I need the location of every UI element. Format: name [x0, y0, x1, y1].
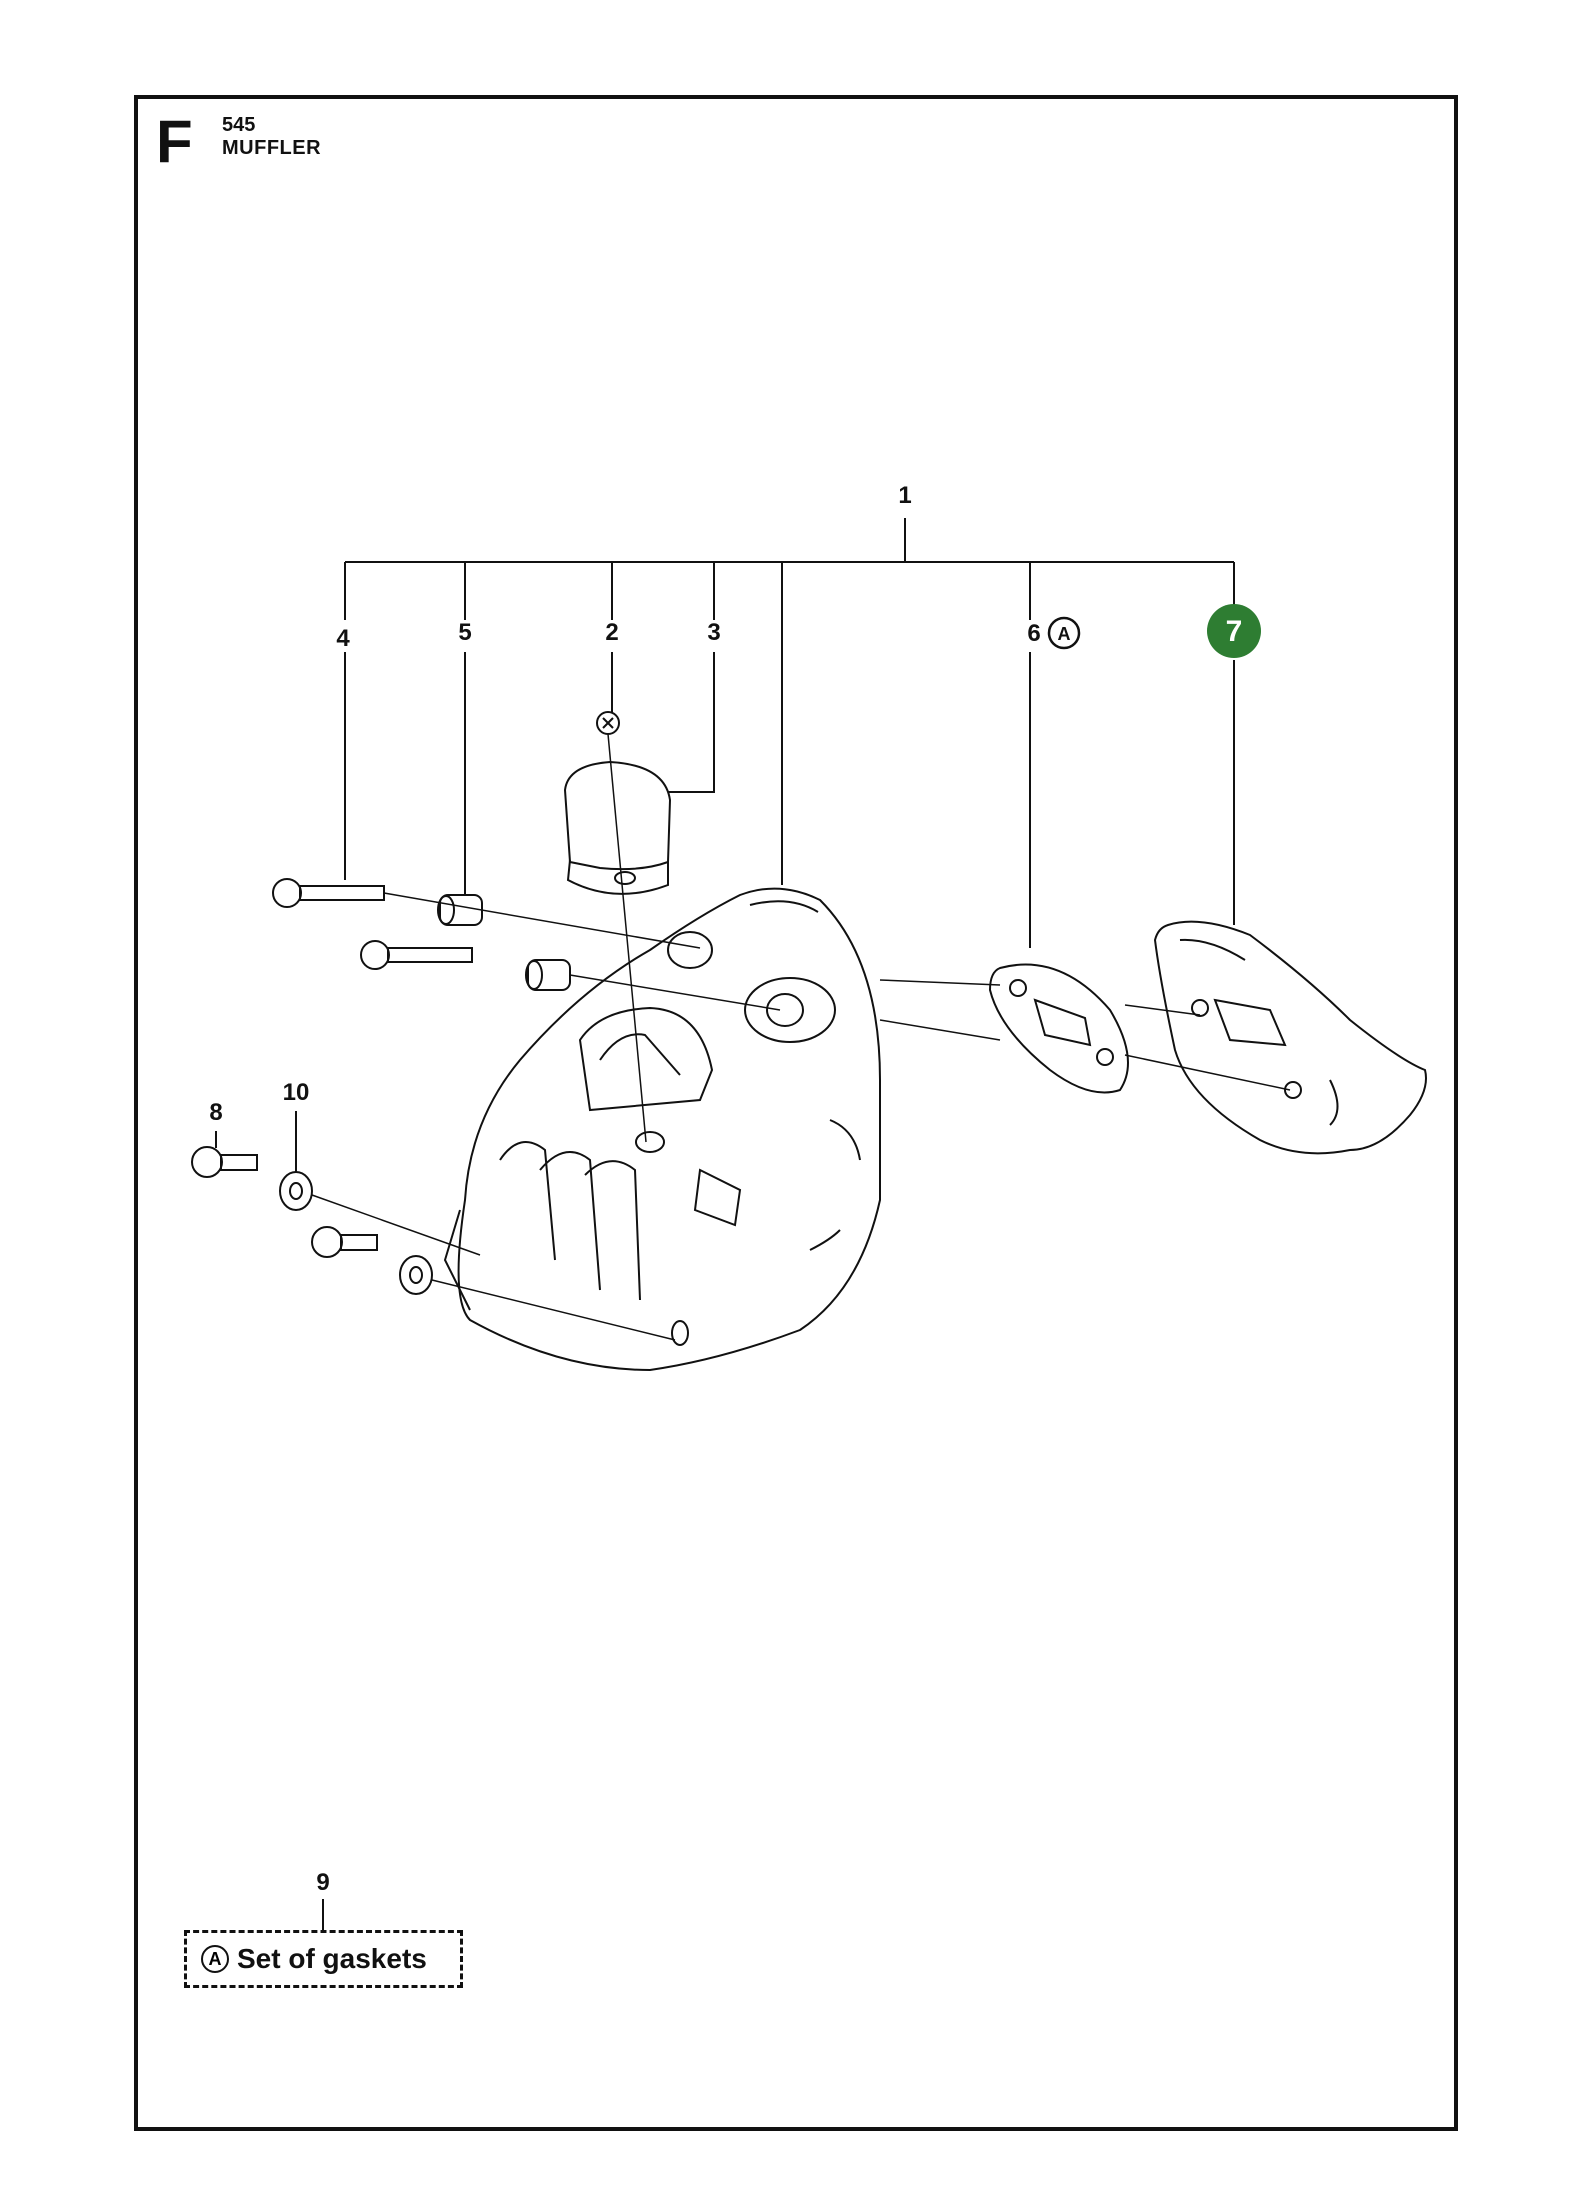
- callout-7: 7: [1226, 615, 1243, 648]
- model-number: 545: [222, 114, 256, 136]
- spacer-part-5-upper: [439, 894, 483, 926]
- leader-3: [668, 652, 715, 793]
- bolt-part-4-upper: [272, 878, 302, 908]
- callout-3: 3: [707, 619, 720, 646]
- gasket-set-mark-icon: [1047, 616, 1081, 650]
- washer-part-10-lower: [399, 1255, 433, 1295]
- callout-7-badge: [1207, 604, 1261, 658]
- diagram-frame: [134, 95, 1458, 2131]
- callout-10: 10: [283, 1079, 310, 1106]
- callout-6: 6: [1027, 620, 1040, 647]
- callout-2: 2: [605, 619, 618, 646]
- section-title: MUFFLER: [222, 137, 322, 159]
- gasket-set-legend: A Set of gaskets: [184, 1930, 463, 1988]
- bolt-part-8-lower: [311, 1226, 343, 1258]
- callout-5: 5: [458, 619, 471, 646]
- bolt-part-4-lower: [360, 940, 390, 970]
- gasket-part-6: [988, 963, 1129, 1094]
- callout-9: 9: [316, 1869, 329, 1896]
- callout-8: 8: [209, 1099, 222, 1126]
- gasket-set-legend-mark-icon: A: [201, 1945, 229, 1973]
- muffler-body-part-1: [457, 887, 881, 1372]
- gasket-set-legend-text: Set of gaskets: [237, 1943, 427, 1974]
- callout-1: 1: [898, 482, 911, 509]
- section-letter: F: [156, 108, 193, 175]
- cap-part-3: [563, 760, 672, 871]
- callout-4: 4: [336, 625, 350, 652]
- spacer-part-5-lower: [527, 959, 571, 991]
- washer-part-10-upper: [279, 1171, 313, 1211]
- callout-6-mark: A: [1058, 624, 1071, 644]
- bolt-part-8-upper: [191, 1146, 223, 1178]
- heat-shield-part-7: [1153, 920, 1427, 1155]
